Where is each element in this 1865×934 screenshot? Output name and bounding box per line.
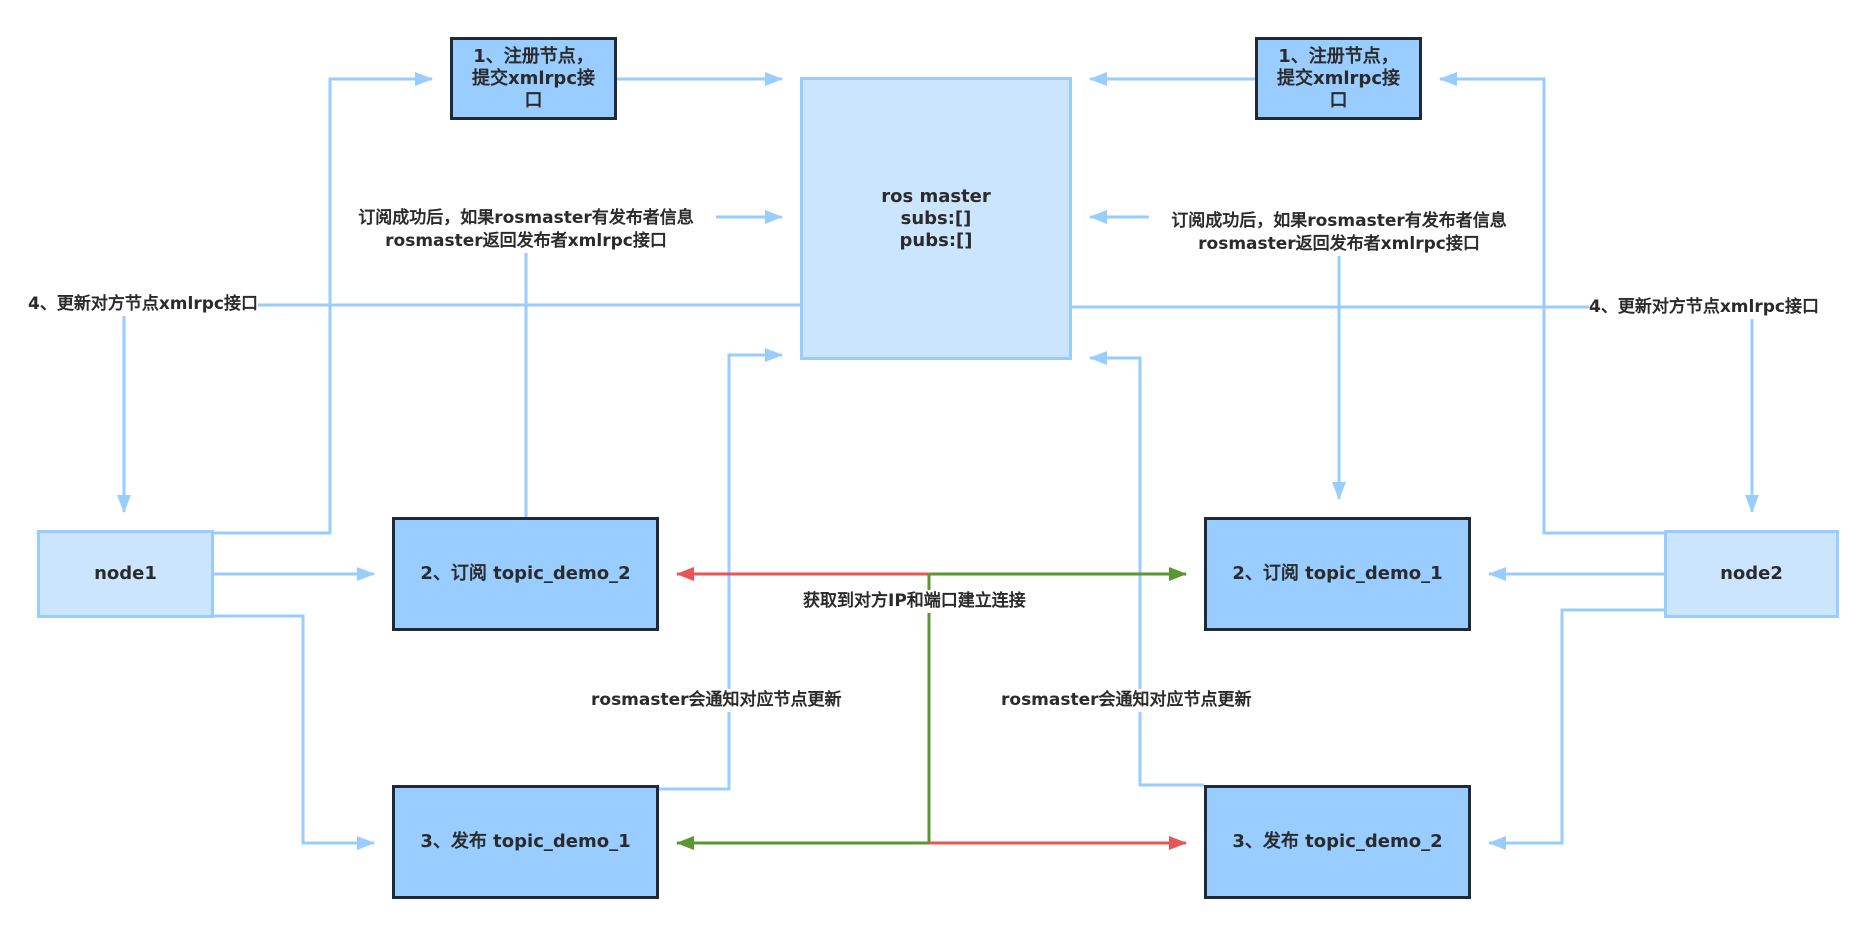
return-left-line2: rosmaster返回发布者xmlrpc接口 — [385, 231, 667, 251]
update-peer-label-left: 4、更新对方节点xmlrpc接口 — [28, 293, 258, 316]
publish-topic-demo-2-box[interactable]: 3、发布 topic_demo_2 — [1204, 785, 1471, 899]
edge-publish-right-to-master — [1089, 351, 1204, 787]
edge-master-to-node2 — [1072, 305, 1759, 513]
return-publisher-label-right: 订阅成功后，如果rosmaster有发布者信息 rosmaster返回发布者xm… — [1149, 210, 1529, 256]
edge-subscribe-left-to-master — [524, 210, 783, 517]
master-subs: subs:[] — [900, 207, 972, 229]
update-peer-label-right: 4、更新对方节点xmlrpc接口 — [1589, 296, 1819, 319]
return-right-line1: 订阅成功后，如果rosmaster有发布者信息 — [1171, 211, 1507, 231]
ros-master-box[interactable]: ros master subs:[] pubs:[] — [800, 77, 1072, 360]
node2-box[interactable]: node2 — [1664, 530, 1839, 618]
master-pubs: pubs:[] — [899, 229, 973, 251]
edge-node2-to-publish-right — [1488, 608, 1664, 850]
edge-publish-left-to-master — [659, 348, 783, 791]
notify-label-right: rosmaster会通知对应节点更新 — [1001, 689, 1252, 712]
register-node-left-box[interactable]: 1、注册节点， 提交xmlrpc接 口 — [450, 37, 617, 120]
subscribe-topic-demo-1-box[interactable]: 2、订阅 topic_demo_1 — [1204, 517, 1471, 631]
master-title: ros master — [881, 185, 991, 207]
return-left-line1: 订阅成功后，如果rosmaster有发布者信息 — [358, 208, 694, 228]
notify-label-left: rosmaster会通知对应节点更新 — [591, 689, 842, 712]
edge-node1-to-publish-left — [214, 614, 375, 850]
connect-label: 获取到对方IP和端口建立连接 — [803, 590, 1026, 613]
return-right-line2: rosmaster返回发布者xmlrpc接口 — [1198, 234, 1480, 254]
return-publisher-label-left: 订阅成功后，如果rosmaster有发布者信息 rosmaster返回发布者xm… — [336, 207, 716, 253]
node1-box[interactable]: node1 — [37, 530, 214, 618]
edge-master-to-node1 — [117, 303, 800, 513]
subscribe-topic-demo-2-box[interactable]: 2、订阅 topic_demo_2 — [392, 517, 659, 631]
register-node-right-box[interactable]: 1、注册节点， 提交xmlrpc接 口 — [1255, 37, 1422, 120]
publish-topic-demo-1-box[interactable]: 3、发布 topic_demo_1 — [392, 785, 659, 899]
